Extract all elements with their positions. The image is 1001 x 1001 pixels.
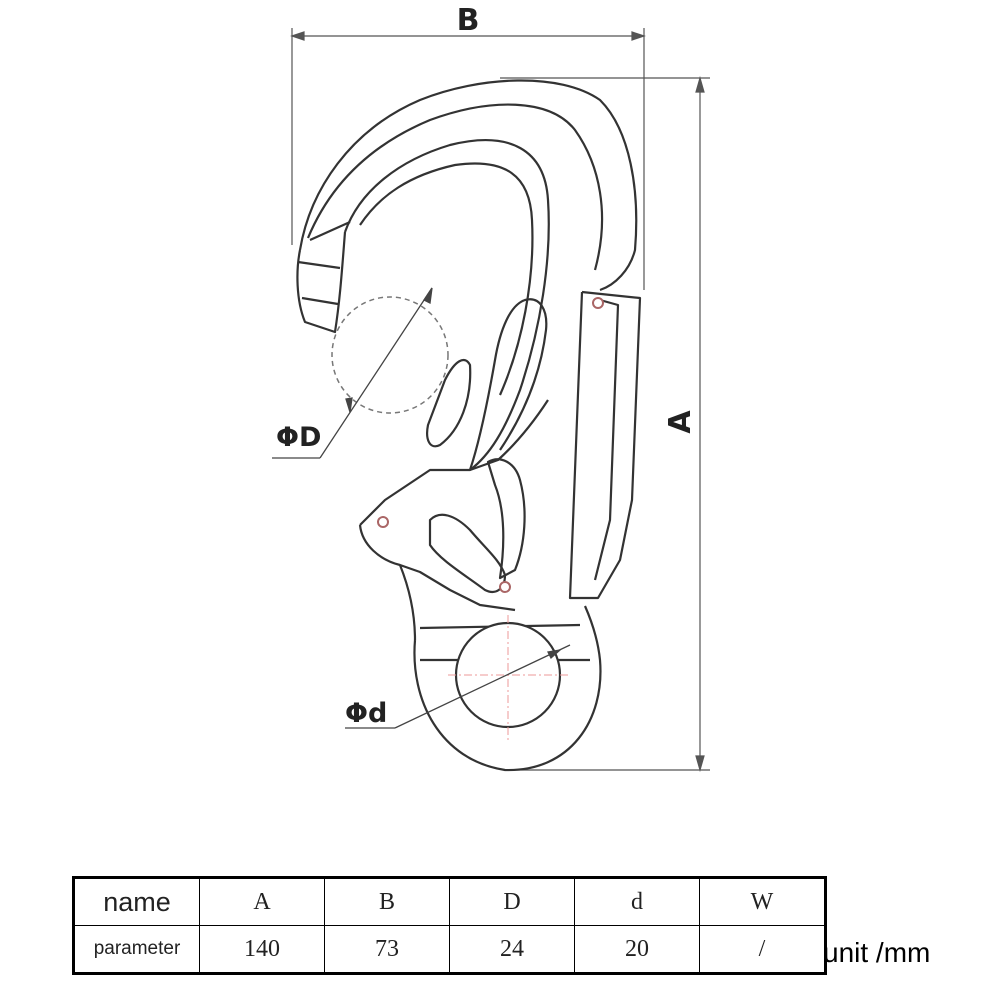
phi-d-large-circle [331,296,449,414]
spec-table: name A B D d W parameter 140 73 24 20 / [72,876,827,975]
dimension-b-label: B [457,3,480,38]
column-header: B [324,877,450,926]
value-cell: 20 [574,925,700,974]
pin-icon [377,516,389,528]
pin-markers [377,297,604,593]
phi-d-small-label: Φd [345,698,387,729]
column-header: d [574,877,700,926]
column-header: D [449,877,575,926]
dimension-b [290,28,646,290]
value-cell: / [699,925,826,974]
dimension-a [500,75,710,773]
hook-body [296,79,642,772]
row-label-parameter: parameter [73,925,200,974]
phi-d-large-label: ΦD [276,422,321,453]
pin-icon [499,581,511,593]
carabiner-hook-diagram: B A [272,3,710,773]
phi-d-large-leader [272,287,433,459]
dimension-a-label: A [663,410,698,434]
column-header: W [699,877,826,926]
table-row: parameter 140 73 24 20 / [73,925,826,974]
value-cell: 140 [199,925,325,974]
value-cell: 24 [449,925,575,974]
header-cell-name: name [73,877,200,926]
unit-label: unit /mm [823,937,931,968]
value-cell: 73 [324,925,450,974]
pin-icon [592,297,604,309]
eye-centerlines [448,615,570,740]
phi-d-small-leader [345,644,571,729]
column-header: A [199,877,325,926]
table-row: name A B D d W [73,877,826,926]
